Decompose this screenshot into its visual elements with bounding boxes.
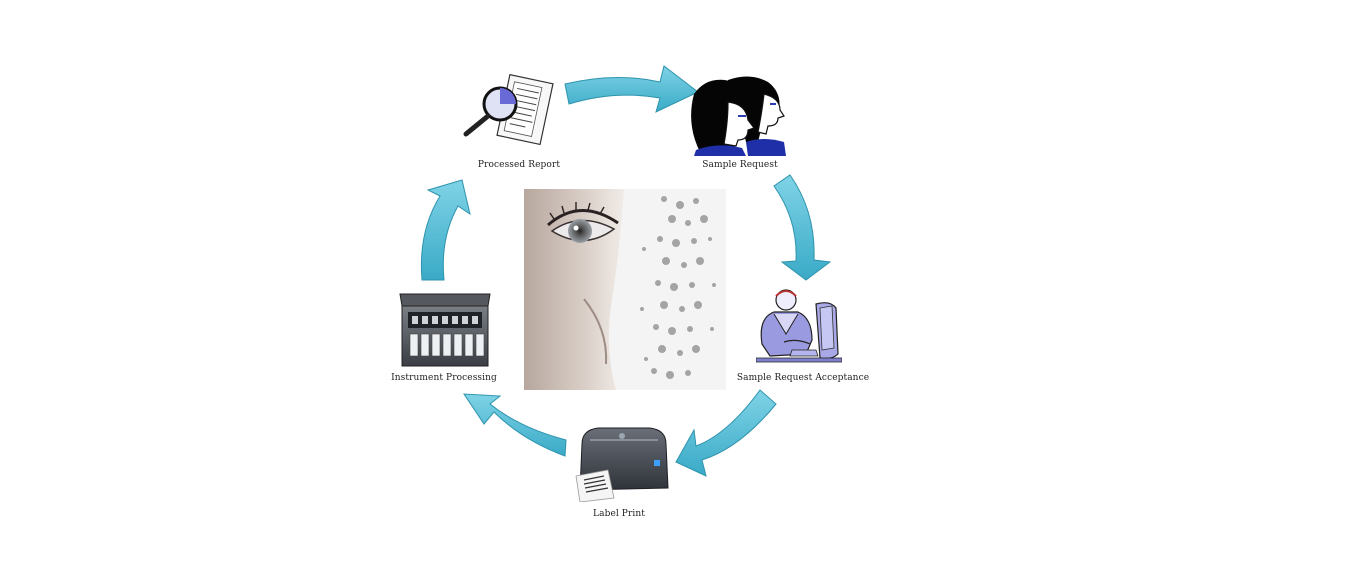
lab-instrument-icon	[399, 293, 491, 367]
step-label-processed-report: Processed Report	[477, 160, 561, 170]
magnifier-report-icon	[463, 74, 554, 146]
two-people-icon	[691, 76, 786, 156]
person-at-computer-icon	[756, 289, 842, 363]
step-label-sample-request: Sample Request	[702, 160, 778, 170]
label-printer-icon	[575, 427, 669, 502]
arrow-acceptance-to-label	[675, 389, 777, 477]
arrow-instrument-to-report	[420, 179, 471, 281]
eye-dna-photo	[524, 189, 726, 390]
step-label-instrument-processing: Instrument Processing	[391, 373, 497, 383]
arrow-report-to-request	[564, 65, 699, 113]
step-label-label-print: Label Print	[593, 509, 645, 519]
step-label-sample-request-acceptance: Sample Request Acceptance	[736, 373, 870, 383]
arrow-request-to-acceptance	[773, 174, 832, 281]
arrow-label-to-instrument	[463, 393, 567, 457]
eye-dna-illustration	[524, 189, 726, 390]
